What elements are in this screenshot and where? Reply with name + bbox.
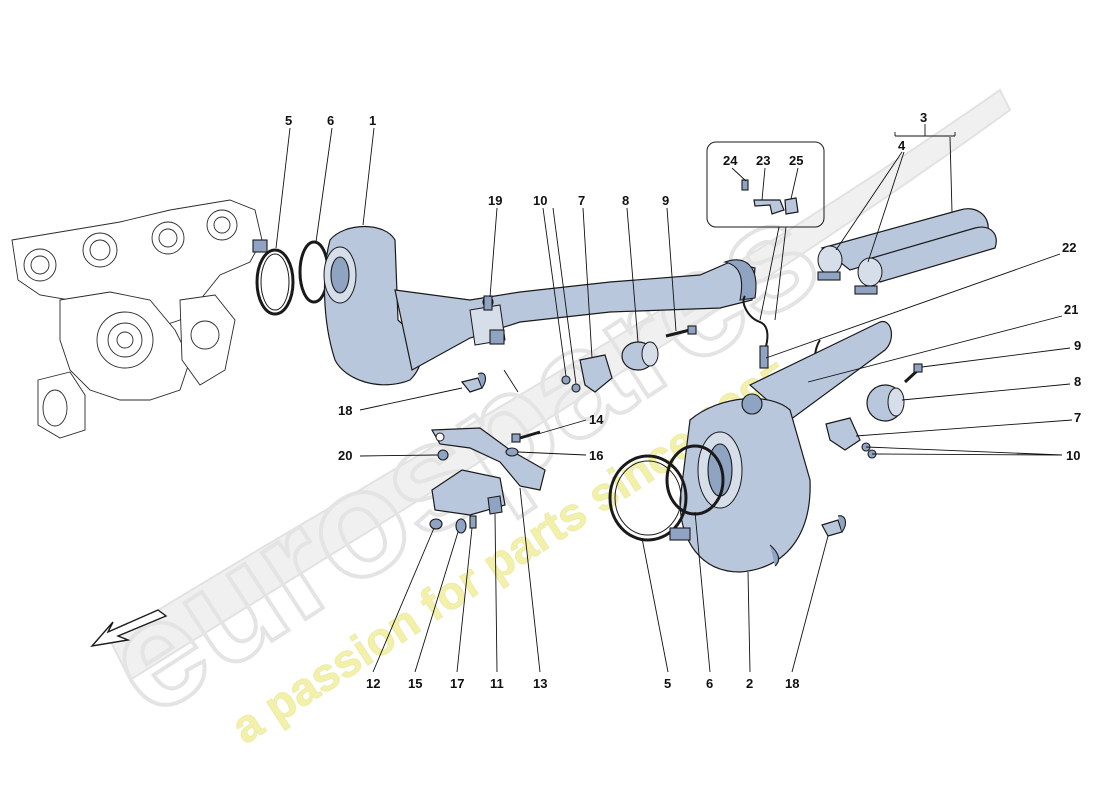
bolt-19 (483, 295, 493, 311)
direction-arrow-icon (90, 609, 168, 648)
turbocharger-engine-outline (11, 199, 263, 439)
catalytic-converter-2 (679, 321, 893, 573)
callout-3: 3 (920, 110, 927, 125)
callout-6-upper: 6 (327, 113, 334, 128)
callout-9-lower: 9 (1074, 338, 1081, 353)
callout-labels: 5 6 1 19 10 7 8 9 24 23 25 3 4 22 21 9 8… (285, 110, 1081, 691)
sensor-plug-18-lower (821, 515, 847, 537)
leader-lines (275, 124, 1073, 673)
callout-2: 2 (746, 676, 753, 691)
callout-8-upper: 8 (622, 193, 629, 208)
callout-10-upper: 10 (533, 193, 547, 208)
fastener-15 (455, 518, 467, 534)
damper-8-upper (621, 341, 659, 371)
bolt-14 (511, 430, 541, 443)
callout-20: 20 (338, 448, 352, 463)
catalytic-converter-1 (323, 225, 757, 386)
nuts-10-lower (861, 442, 877, 459)
callout-23: 23 (756, 153, 770, 168)
callout-18-lower: 18 (785, 676, 799, 691)
callout-22: 22 (1062, 240, 1076, 255)
clamp-5-upper (252, 239, 295, 316)
callout-15: 15 (408, 676, 422, 691)
callout-9-upper: 9 (662, 193, 669, 208)
callout-5-lower: 5 (664, 676, 671, 691)
callout-11: 11 (490, 676, 504, 691)
callout-16: 16 (589, 448, 603, 463)
nut-20 (437, 449, 449, 461)
bracket-7-lower (825, 417, 861, 451)
watermark: eurospares a passion for parts since 198… (74, 88, 1012, 754)
washer-16 (505, 447, 519, 457)
callout-7-upper: 7 (578, 193, 585, 208)
bolt-9-lower (903, 363, 923, 384)
bolt-9-upper (665, 325, 697, 338)
callout-8-lower: 8 (1074, 374, 1081, 389)
callout-17: 17 (450, 676, 464, 691)
callout-5-upper: 5 (285, 113, 292, 128)
callout-19: 19 (488, 193, 502, 208)
damper-8-lower (866, 384, 905, 422)
callout-6-lower: 6 (706, 676, 713, 691)
callout-21: 21 (1064, 302, 1078, 317)
callout-7-lower: 7 (1074, 410, 1081, 425)
callout-10-lower: 10 (1066, 448, 1080, 463)
callout-13: 13 (533, 676, 547, 691)
callout-24: 24 (723, 153, 738, 168)
clamp-5-lower (608, 454, 691, 542)
callout-1: 1 (369, 113, 376, 128)
sensor-plug-18-upper (460, 372, 487, 393)
callout-4: 4 (898, 138, 906, 153)
bracket-7-upper (579, 354, 613, 393)
callout-14: 14 (589, 412, 604, 427)
callout-25: 25 (789, 153, 803, 168)
mount-11 (431, 469, 506, 516)
fastener-12 (429, 518, 443, 530)
callout-18-upper: 18 (338, 403, 352, 418)
bracket-13 (430, 427, 546, 491)
callout-12: 12 (366, 676, 380, 691)
tailpipes-3 (817, 208, 997, 295)
inset-detail-box (706, 141, 825, 228)
fastener-17 (469, 515, 477, 529)
